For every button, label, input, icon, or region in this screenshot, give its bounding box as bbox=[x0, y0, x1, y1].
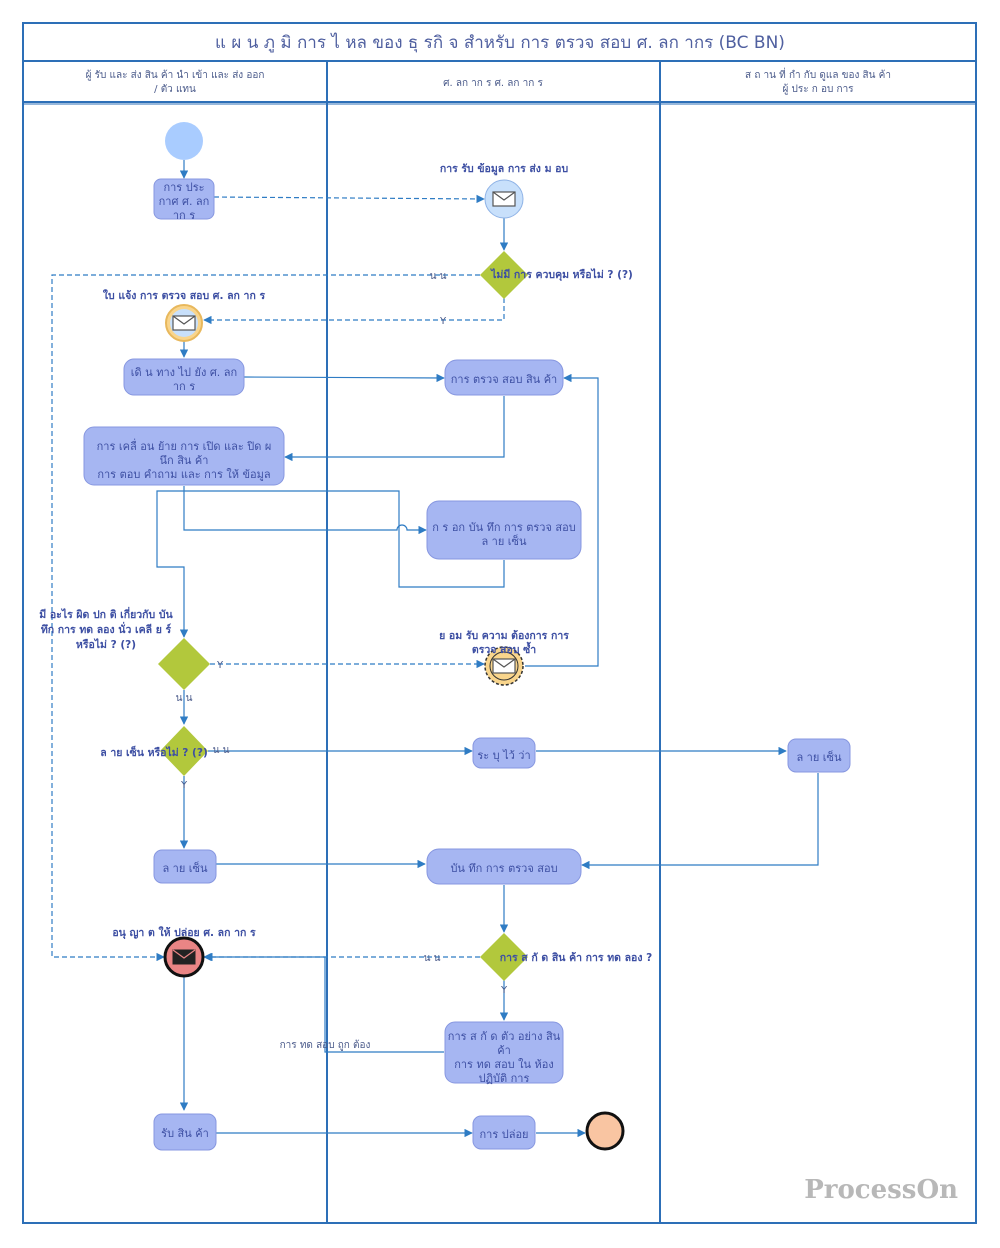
task-inspect: การ ตรวจ สอบ สิน ค้า bbox=[451, 373, 557, 386]
edge-accept-inspect bbox=[525, 373, 599, 667]
edge-sign-right-record bbox=[581, 773, 819, 870]
edges bbox=[51, 160, 819, 1138]
svg-text:ส ถ าน ที่ กำ กับ ดูแล ของ สิน: ส ถ าน ที่ กำ กับ ดูแล ของ สิน ค้า bbox=[745, 67, 891, 81]
permit-end-event[interactable] bbox=[163, 936, 205, 978]
receive-message-event[interactable] bbox=[484, 179, 524, 219]
edge-label-extract-yes: Y bbox=[500, 985, 508, 996]
svg-text:ค้า: ค้า bbox=[497, 1044, 511, 1057]
edge-move-fill bbox=[183, 486, 427, 535]
svg-text:ศ. ลก าก ร ศ. ลก าก ร: ศ. ลก าก ร ศ. ลก าก ร bbox=[443, 78, 543, 89]
lane-header-facility: ส ถ าน ที่ กำ กับ ดูแล ของ สิน ค้า ผู้ ป… bbox=[745, 67, 891, 95]
label-receive-message: การ รับ ข้อมูล การ ส่ง ม อบ bbox=[440, 162, 569, 176]
svg-text:าก ร: าก ร bbox=[173, 209, 195, 222]
edge-label-test-ok: การ ทด สอบ ถูก ต้อง bbox=[280, 1039, 371, 1051]
task-inspect-box[interactable] bbox=[444, 359, 564, 396]
end-event[interactable] bbox=[585, 1111, 625, 1151]
notice-message-event[interactable] bbox=[165, 304, 203, 342]
svg-text:มี อะไร ผิด ปก ติ เกี่ยวกับ บั: มี อะไร ผิด ปก ติ เกี่ยวกับ บัน bbox=[39, 606, 173, 621]
svg-text:ล าย เซ็น: ล าย เซ็น bbox=[481, 534, 527, 548]
task-sign-right-box[interactable] bbox=[787, 738, 851, 773]
task-sign-right: ล าย เซ็น bbox=[796, 750, 842, 764]
svg-text:นึก สิน ค้า: นึก สิน ค้า bbox=[160, 454, 209, 467]
label-control-question: ไม่มี การ ควบคุม หรือไม่ ? (?) bbox=[490, 268, 633, 282]
task-sample-box[interactable] bbox=[444, 1021, 564, 1084]
edge-control-no bbox=[51, 274, 480, 962]
pool-frame bbox=[22, 22, 977, 1224]
accept-message-event[interactable] bbox=[484, 646, 524, 686]
task-travel: เดิ น ทาง ไป ยัง ศ. ลก าก ร bbox=[131, 366, 237, 393]
task-record-box[interactable] bbox=[426, 848, 582, 885]
svg-text:ผู้ ประ ก อบ การ: ผู้ ประ ก อบ การ bbox=[782, 83, 854, 95]
svg-text:ตรวจ สอบ ซ้ำ: ตรวจ สอบ ซ้ำ bbox=[472, 641, 536, 656]
svg-text:ผู้ รับ และ ส่ง สิน ค้า นำ เข้: ผู้ รับ และ ส่ง สิน ค้า นำ เข้า และ ส่ง … bbox=[86, 69, 265, 81]
task-fill-record-box[interactable] bbox=[426, 500, 582, 560]
edge-fill-anomaly bbox=[156, 490, 505, 638]
edge-label-control-yes: Y bbox=[439, 316, 447, 327]
task-declare: การ ประ กาศ ศ. ลก าก ร bbox=[159, 181, 210, 222]
decision-extract[interactable] bbox=[480, 933, 528, 981]
task-record: บัน ทึก การ ตรวจ สอบ bbox=[450, 862, 557, 875]
edge-inspect-move bbox=[284, 396, 505, 462]
edge-label-sign-no: น น bbox=[213, 745, 230, 756]
task-move-box[interactable] bbox=[83, 426, 285, 486]
svg-text:การ ประ: การ ประ bbox=[163, 181, 204, 194]
svg-text:/ ตัว แทน: / ตัว แทน bbox=[154, 84, 196, 95]
task-fill-record: ก ร อก บัน ทึก การ ตรวจ สอบ ล าย เซ็น bbox=[432, 521, 575, 548]
task-declare-box[interactable] bbox=[153, 178, 215, 220]
svg-text:าก ร: าก ร bbox=[173, 380, 195, 393]
svg-text:เดิ น ทาง ไป ยัง ศ. ลก: เดิ น ทาง ไป ยัง ศ. ลก bbox=[131, 366, 237, 379]
task-sign-left: ล าย เซ็น bbox=[162, 861, 208, 875]
edge-label-extract-no: น น bbox=[424, 953, 441, 964]
label-anomaly-question: มี อะไร ผิด ปก ติ เกี่ยวกับ บัน ทึก การ … bbox=[39, 606, 173, 651]
edge-declare-receive-msg bbox=[213, 194, 485, 204]
edge-label-anomaly-no: น น bbox=[176, 693, 193, 704]
task-release: การ ปล่อย bbox=[479, 1128, 528, 1141]
lane-header-customs: ศ. ลก าก ร ศ. ลก าก ร bbox=[443, 78, 543, 89]
diagram-title: แ ผ น ภู มิ การ ไ หล ของ ธุ รกิ จ สำหรับ… bbox=[215, 32, 785, 53]
task-release-box[interactable] bbox=[472, 1115, 536, 1150]
task-receive-goods: รับ สิน ค้า bbox=[161, 1127, 209, 1140]
label-sign-question: ล าย เซ็น หรือไม่ ? (?) bbox=[100, 745, 208, 759]
lane-header-importer: ผู้ รับ และ ส่ง สิน ค้า นำ เข้า และ ส่ง … bbox=[86, 69, 265, 95]
task-move: การ เคลื่ อน ย้าย การ เปิด และ ปิด ผ นึก… bbox=[97, 438, 272, 481]
label-accept-recheck: ย อม รับ ความ ต้องการ การ ตรวจ สอบ ซ้ำ bbox=[439, 629, 569, 656]
edge-sample-permit bbox=[204, 952, 444, 1053]
task-sample: การ ส กั ด ตัว อย่าง สิน ค้า การ ทด สอบ … bbox=[448, 1030, 561, 1085]
start-event[interactable] bbox=[165, 122, 203, 160]
svg-text:การ เคลื่ อน ย้าย การ เปิด และ: การ เคลื่ อน ย้าย การ เปิด และ ปิด ผ bbox=[97, 438, 272, 453]
task-receive-goods-box[interactable] bbox=[153, 1113, 217, 1151]
svg-text:ก ร อก บัน ทึก การ ตรวจ สอบ: ก ร อก บัน ทึก การ ตรวจ สอบ bbox=[432, 521, 575, 534]
edge-label-sign-yes: Y bbox=[180, 780, 188, 791]
svg-text:การ ทด สอบ ใน ห้อง: การ ทด สอบ ใน ห้อง bbox=[454, 1058, 554, 1071]
svg-text:การ ตอบ คำถาม และ การ ให้ ข้อม: การ ตอบ คำถาม และ การ ให้ ข้อมูล bbox=[97, 468, 270, 481]
decision-sign[interactable] bbox=[160, 726, 208, 776]
edge-travel-inspect bbox=[243, 373, 445, 383]
label-permit-release: อนุ ญา ต ให้ ปล่อย ศ. ลก าก ร bbox=[112, 925, 256, 940]
svg-text:ย อม รับ ความ ต้องการ การ: ย อม รับ ความ ต้องการ การ bbox=[439, 629, 569, 642]
label-extract-question: การ ส กั ด สิน ค้า การ ทด ลอง ? bbox=[500, 951, 652, 964]
decision-anomaly[interactable] bbox=[158, 638, 210, 690]
watermark-logo: ProcessOn bbox=[804, 1175, 958, 1205]
task-sign-left-box[interactable] bbox=[153, 849, 217, 884]
svg-text:ทึก การ ทด ลอง นั่ว เคลี ย ร์: ทึก การ ทด ลอง นั่ว เคลี ย ร์ bbox=[41, 621, 172, 636]
svg-text:ปฏิบัติ การ: ปฏิบัติ การ bbox=[479, 1072, 530, 1085]
edge-label-anomaly-yes: Y bbox=[216, 660, 224, 671]
edge-label-control-no: น น bbox=[430, 271, 447, 282]
svg-text:การ ส กั ด ตัว อย่าง สิน: การ ส กั ด ตัว อย่าง สิน bbox=[448, 1030, 561, 1043]
decision-control[interactable] bbox=[480, 251, 528, 299]
svg-text:หรือไม่ ? (?): หรือไม่ ? (?) bbox=[76, 638, 136, 651]
task-specify: ระ บุ ไว้ ว่า bbox=[477, 749, 530, 762]
label-notice: ใบ แจ้ง การ ตรวจ สอบ ศ. ลก าก ร bbox=[103, 288, 266, 302]
task-travel-box[interactable] bbox=[123, 358, 245, 396]
svg-text:กาศ ศ. ลก: กาศ ศ. ลก bbox=[159, 195, 210, 208]
task-specify-box[interactable] bbox=[472, 737, 536, 769]
